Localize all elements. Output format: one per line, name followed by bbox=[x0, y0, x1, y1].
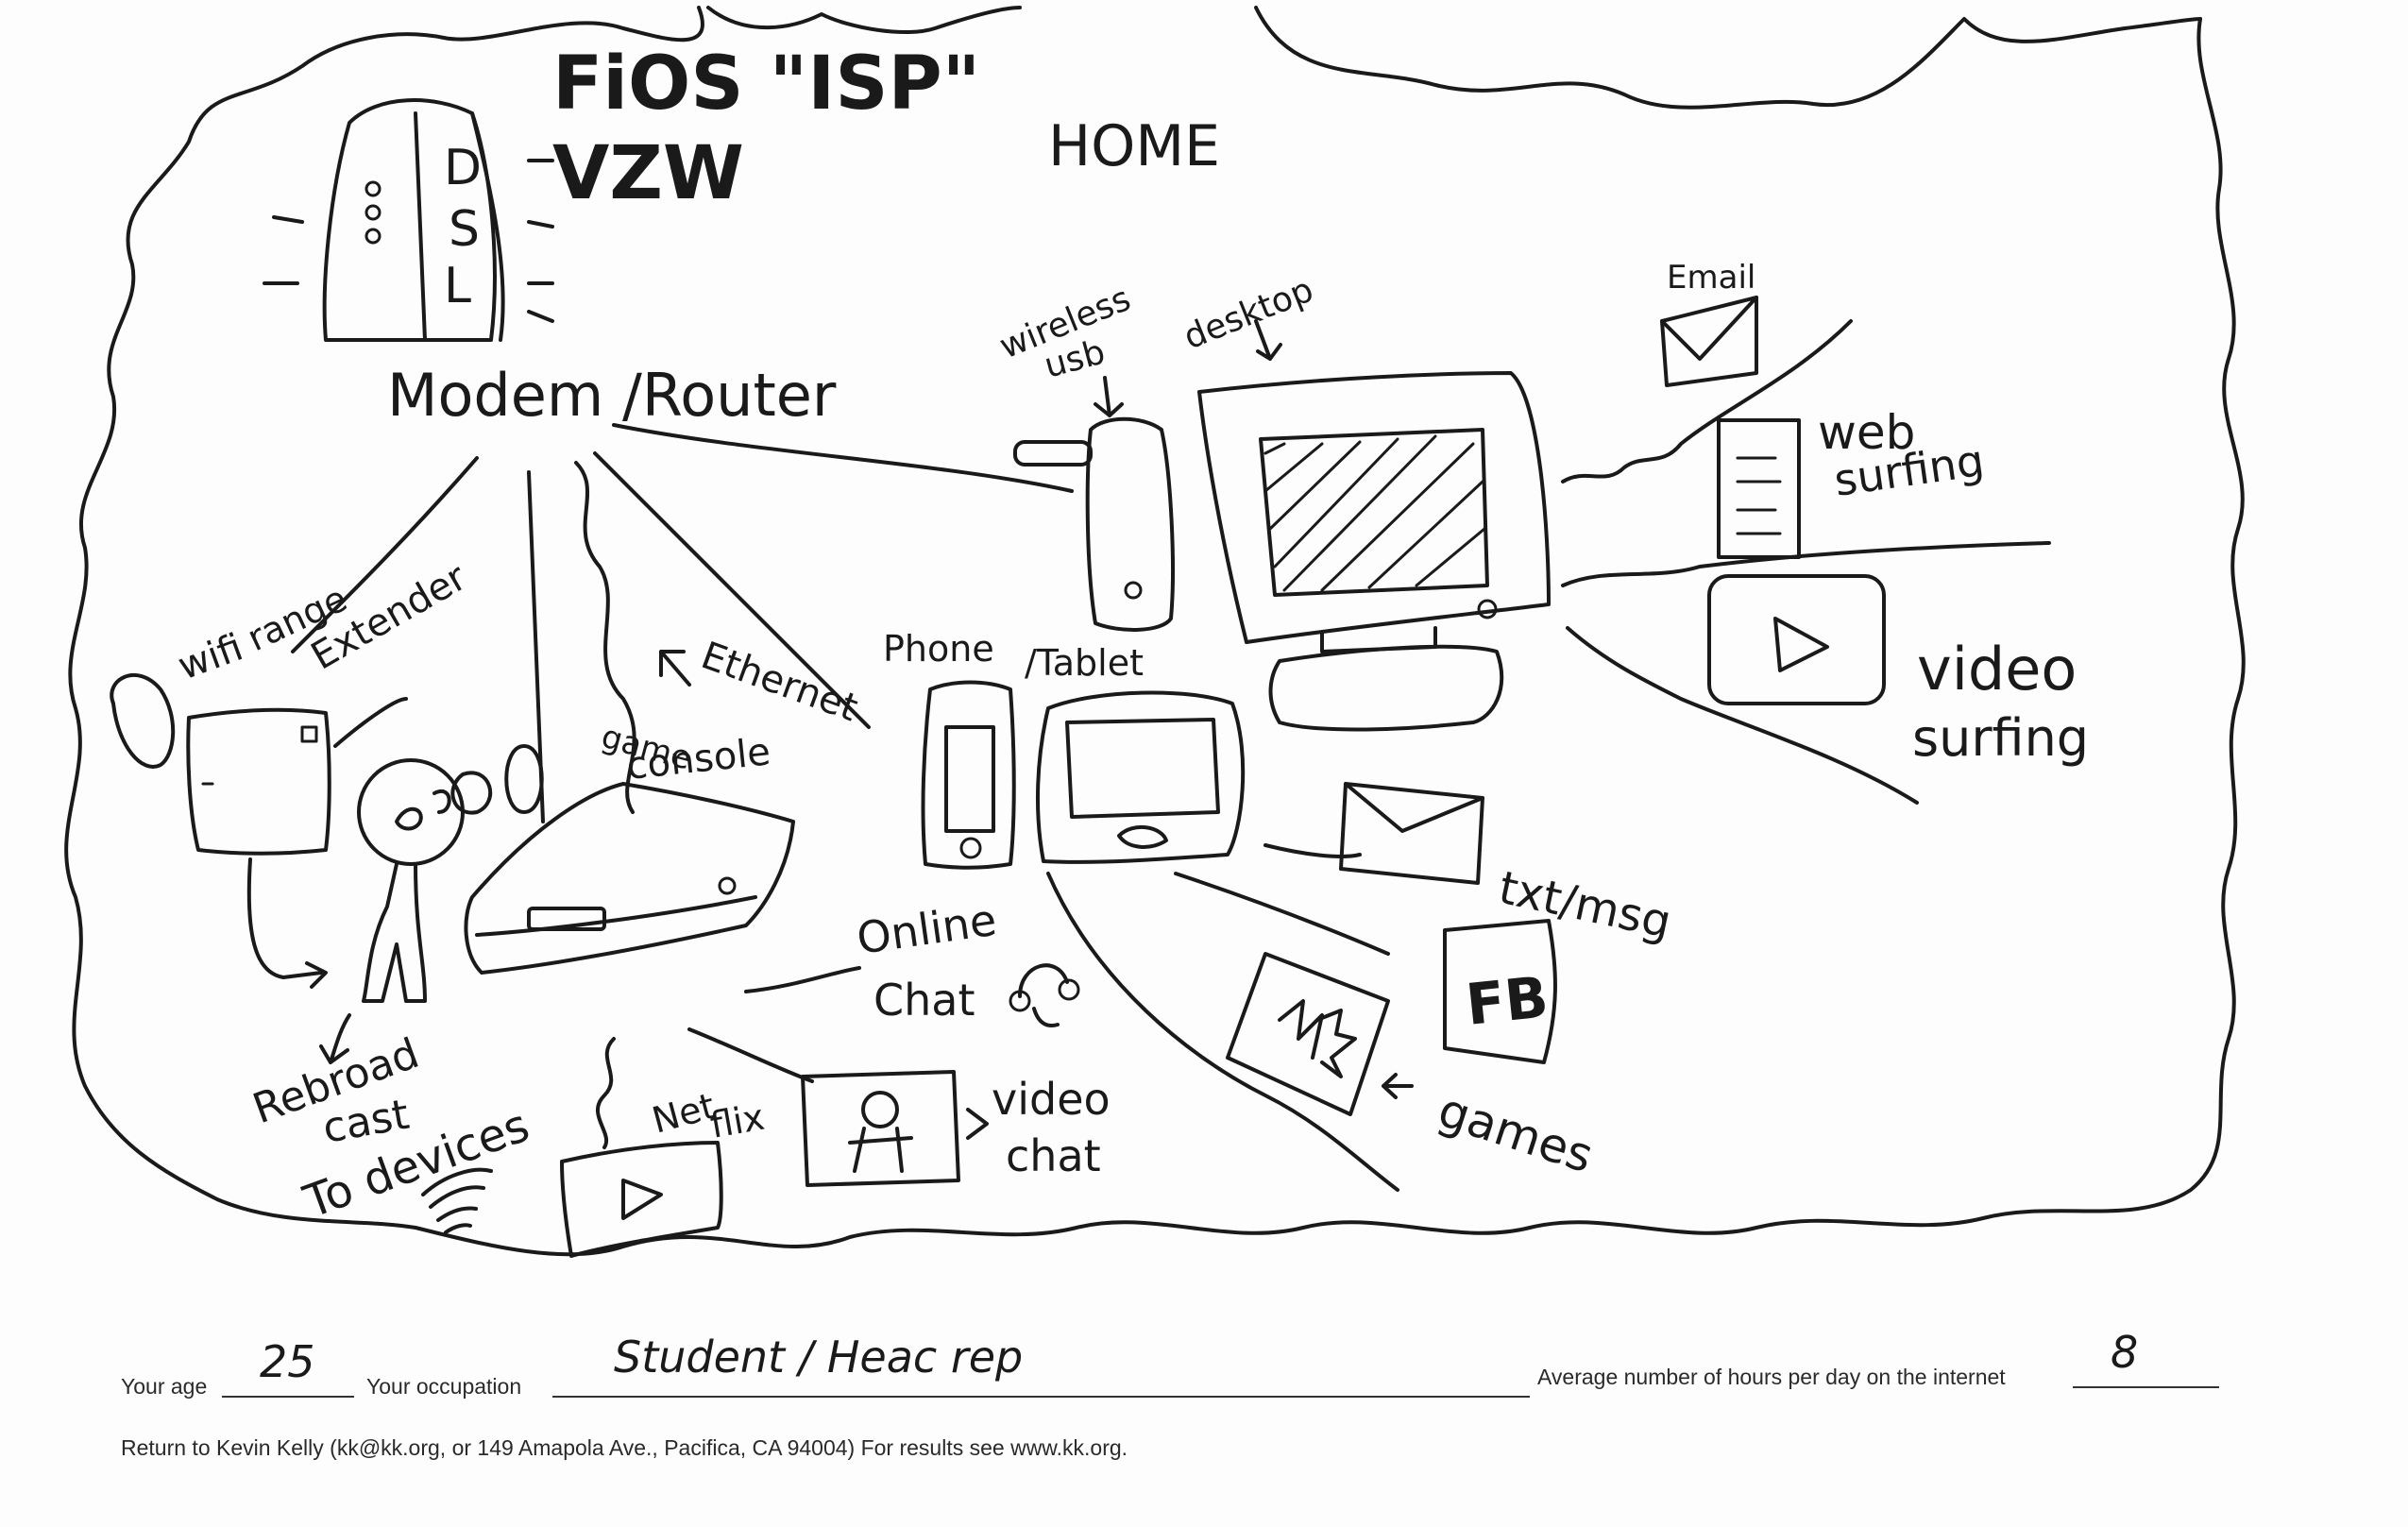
netflix-label-2: flix bbox=[707, 1096, 768, 1146]
cloud-bump-top-small bbox=[706, 6, 1022, 34]
video-chat-label-1: video bbox=[992, 1074, 1111, 1125]
ethernet-cable bbox=[574, 461, 636, 814]
txt-msg-label: txt/msg bbox=[1495, 861, 1676, 949]
router-to-phone-line bbox=[593, 451, 871, 729]
cloud-bump-top bbox=[1254, 6, 2202, 110]
tablet-to-games-line bbox=[1046, 872, 1399, 1192]
router-to-desktop-line bbox=[612, 423, 1074, 493]
desktop-computer-icon bbox=[1197, 319, 1551, 732]
tablet-to-fb-line bbox=[1174, 872, 1390, 956]
age-field-value[interactable]: 25 bbox=[260, 1336, 315, 1387]
facebook-icon bbox=[1443, 919, 1557, 1064]
modem-router-label: Modem /Router bbox=[387, 361, 837, 430]
email-envelope-icon bbox=[1660, 296, 1758, 387]
home-label: HOME bbox=[1048, 113, 1220, 179]
video-link-wave-lower bbox=[1566, 626, 1919, 805]
web-page-icon bbox=[1717, 418, 1801, 559]
netflix-play-icon bbox=[560, 1037, 723, 1258]
online-chat-label-2: Chat bbox=[873, 975, 975, 1026]
dsl-modem-icon bbox=[263, 98, 554, 342]
hours-field-line bbox=[2073, 1386, 2219, 1388]
video-surfing-label-2: surfing bbox=[1912, 708, 2089, 768]
phone-icon bbox=[921, 680, 1016, 870]
video-chat-label-2: chat bbox=[1006, 1130, 1101, 1181]
console-to-chat-line bbox=[744, 966, 861, 993]
console-to-netflix-line bbox=[687, 1027, 814, 1083]
age-field-line bbox=[222, 1396, 354, 1398]
games-label: games bbox=[1432, 1082, 1600, 1183]
dsl-letter-s: S bbox=[449, 201, 480, 258]
email-label: Email bbox=[1667, 259, 1755, 297]
phone-label: Phone bbox=[883, 628, 994, 670]
wireless-usb-icon bbox=[1013, 376, 1175, 632]
web-link-wave bbox=[1561, 319, 1853, 484]
occupation-field-line bbox=[552, 1396, 1530, 1398]
hours-field-value[interactable]: 8 bbox=[2111, 1327, 2139, 1378]
games-icon bbox=[1226, 952, 1414, 1116]
router-to-extender-line bbox=[291, 456, 479, 653]
tablet-icon bbox=[1036, 690, 1246, 864]
wifi-signal-icon bbox=[421, 1167, 493, 1234]
hours-field-label: Average number of hours per day on the i… bbox=[1537, 1365, 2006, 1389]
ethernet-label: Ethernet bbox=[696, 634, 864, 730]
dsl-letter-d: D bbox=[444, 140, 482, 196]
headset-icon bbox=[1009, 963, 1080, 1027]
txt-msg-envelope-icon bbox=[1339, 782, 1484, 885]
return-instructions: Return to Kevin Kelly (kk@kk.org, or 149… bbox=[121, 1435, 1128, 1460]
video-surfing-label-1: video bbox=[1917, 635, 2077, 704]
person-figure-icon bbox=[319, 744, 544, 1064]
wifi-range-label-1: wifi bbox=[173, 626, 249, 689]
occupation-field-label: Your occupation bbox=[366, 1374, 522, 1399]
desktop-label: desktop bbox=[1179, 271, 1319, 358]
web-surfing-label-1: web bbox=[1818, 405, 1915, 460]
video-link-wave bbox=[1561, 541, 2051, 587]
occupation-field-value[interactable]: Student / Heac rep bbox=[614, 1332, 1024, 1383]
fb-label: FB bbox=[1463, 964, 1552, 1039]
video-chat-icon bbox=[801, 1070, 989, 1187]
wifi-range-extender-icon bbox=[110, 672, 408, 989]
age-field-label: Your age bbox=[121, 1374, 208, 1399]
vzw-label: VZW bbox=[552, 131, 744, 216]
game-console-icon bbox=[464, 650, 795, 975]
isp-title: FiOS "ISP" bbox=[552, 42, 980, 127]
cloud-outline bbox=[64, 6, 2246, 1257]
tablet-to-txt-line bbox=[1263, 843, 1362, 858]
tablet-label: /Tablet bbox=[1025, 642, 1144, 684]
online-chat-label-1: Online bbox=[854, 894, 999, 964]
video-play-icon bbox=[1707, 574, 1886, 705]
dsl-letter-l: L bbox=[444, 258, 471, 314]
